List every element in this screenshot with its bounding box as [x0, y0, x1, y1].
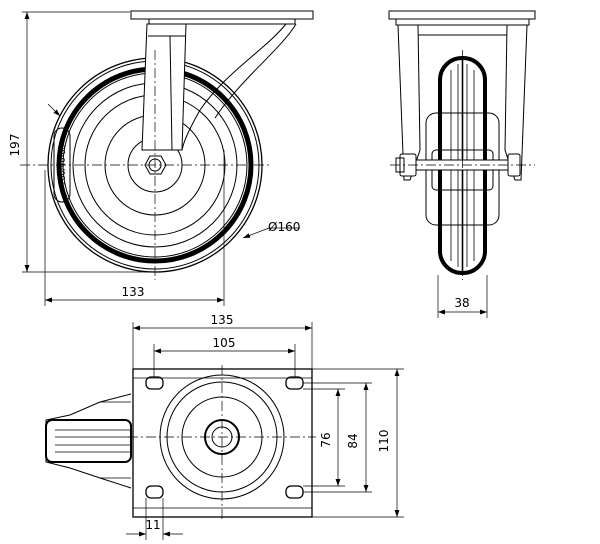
plate-view	[45, 322, 404, 540]
dim-84-label: 84	[346, 433, 360, 448]
dim-133-label: 133	[122, 285, 145, 299]
plate-side-silhouette	[45, 393, 132, 489]
side-fork	[141, 23, 187, 151]
dim-105-label: 105	[213, 336, 236, 350]
side-view	[20, 10, 314, 306]
dim-76-label: 76	[319, 432, 333, 447]
front-top-plate	[388, 10, 536, 20]
front-view	[388, 10, 536, 318]
tire-marking-label: 160/40-80	[58, 144, 67, 185]
diameter-label: Ø160	[268, 220, 300, 234]
dim-135-label: 135	[211, 313, 234, 327]
dim-197-label: 197	[8, 134, 22, 157]
side-top-plate	[130, 10, 314, 20]
side-centerlines	[20, 50, 270, 280]
dim-110-label: 110	[377, 430, 391, 453]
dim-38-label: 38	[454, 296, 469, 310]
dim-11-label: 11	[145, 518, 160, 532]
